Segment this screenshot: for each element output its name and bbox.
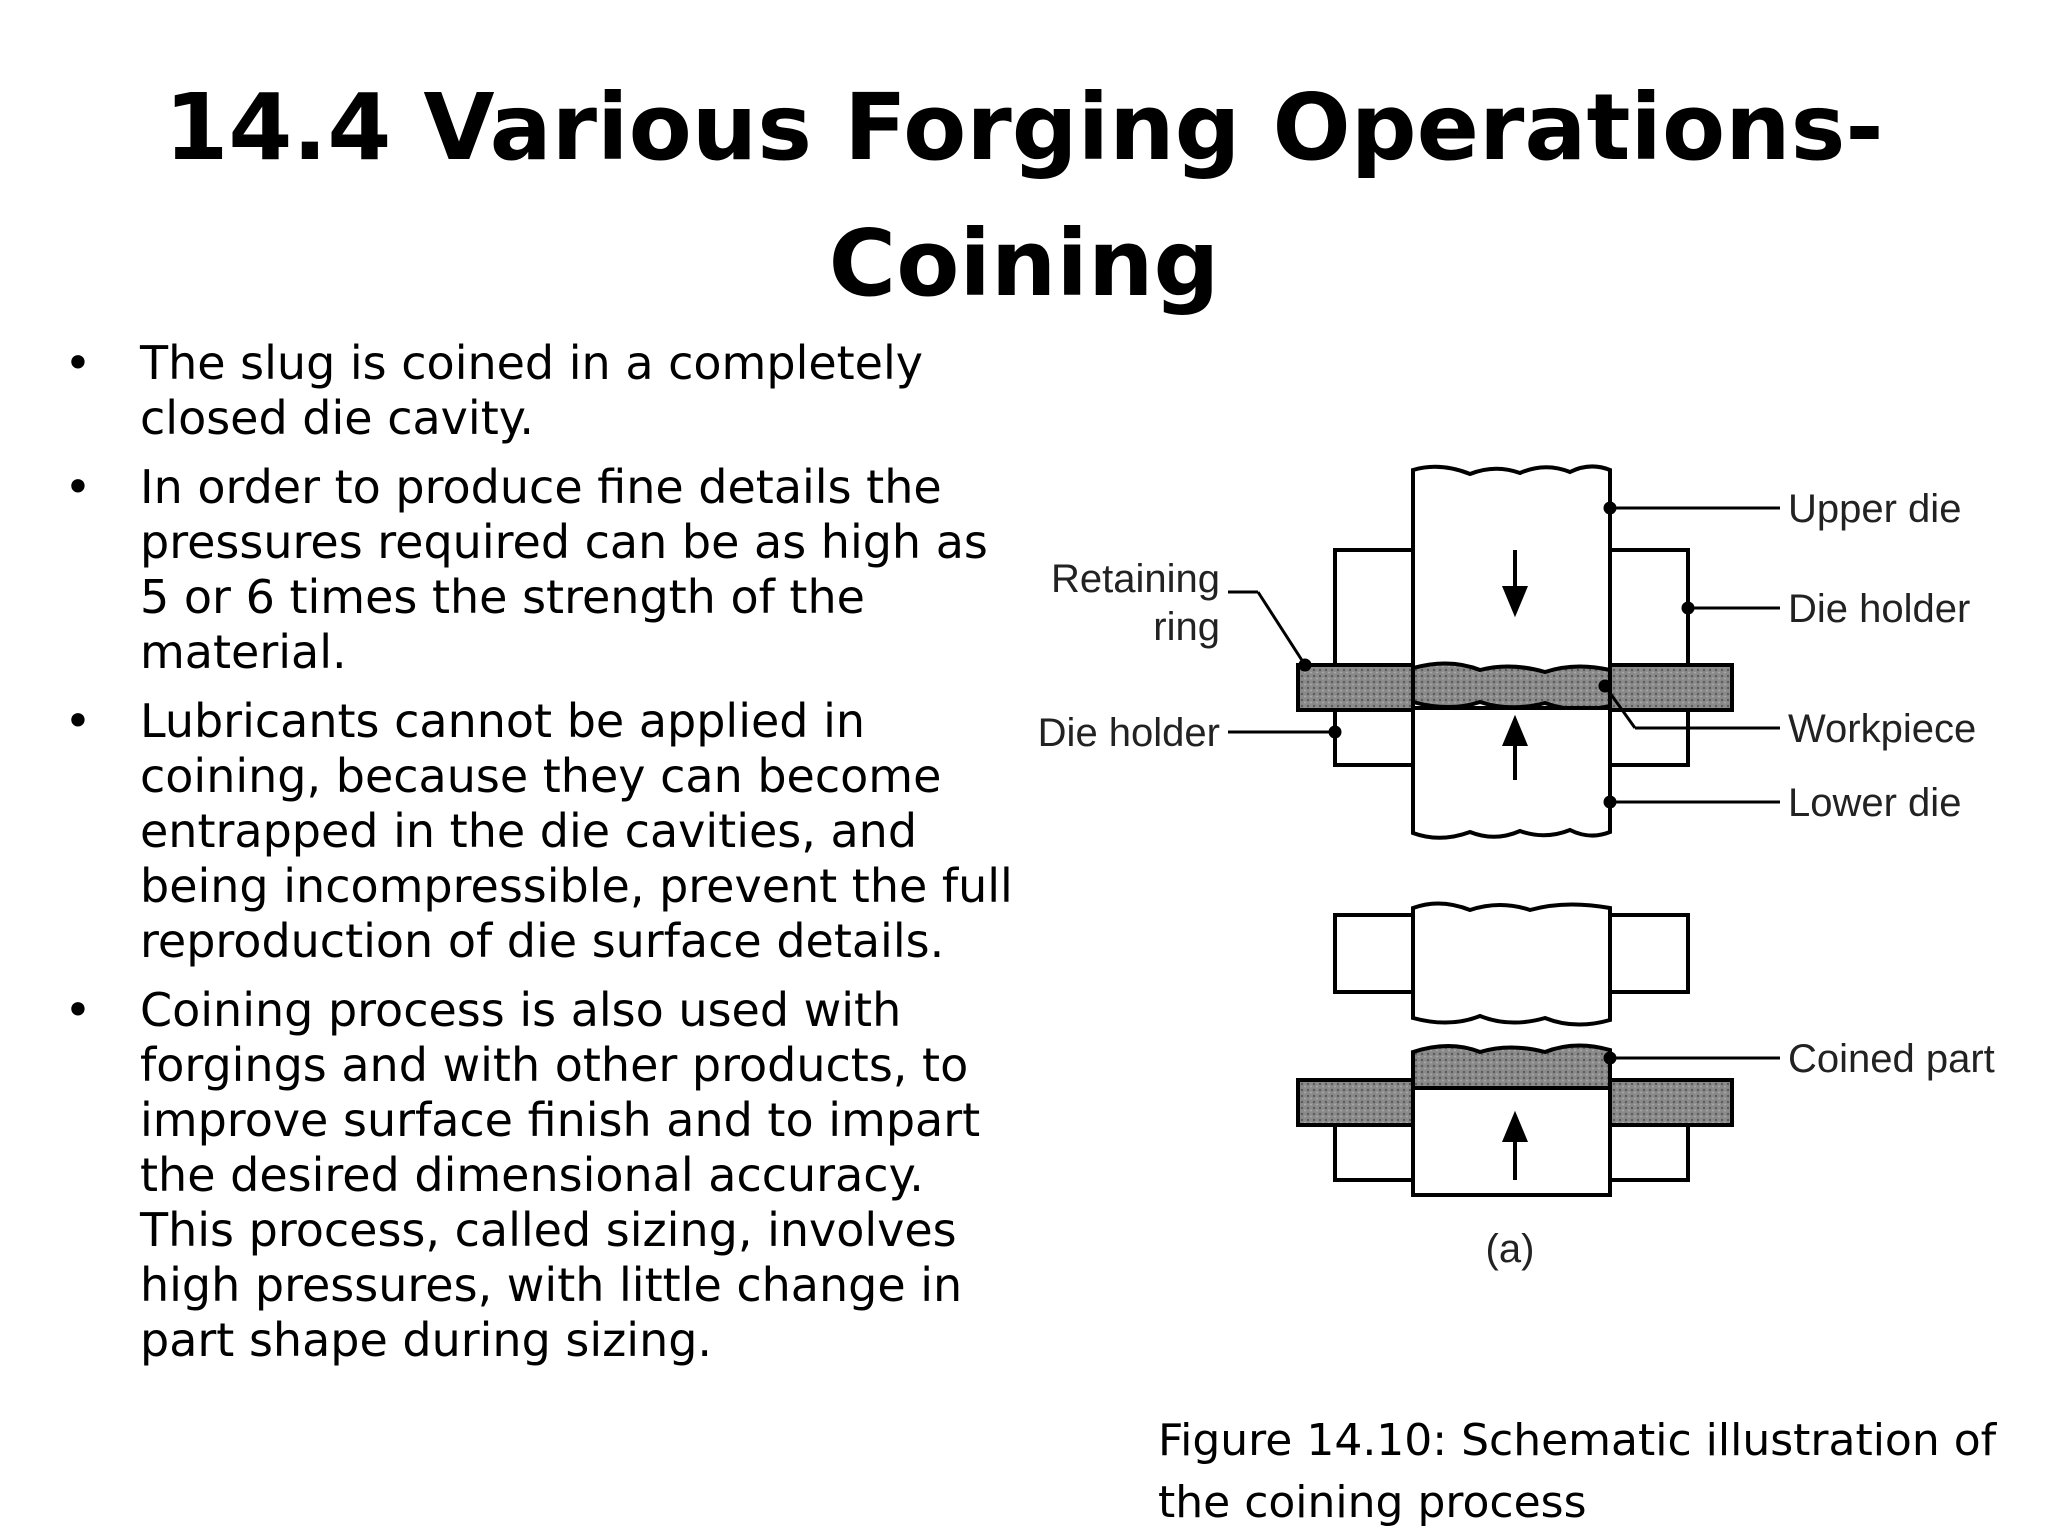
label-upper-die: Upper die <box>1788 487 1961 531</box>
retaining-ring-right-lower <box>1608 1078 1734 1127</box>
slide-title-line-2: Coining <box>828 210 1220 317</box>
figure-caption-line-2: the coining process <box>1158 1477 1587 1528</box>
bullet-dot: • <box>64 336 92 390</box>
slide-title: 14.4 Various Forging Operations- Coining <box>0 60 2048 332</box>
retaining-ring-right <box>1608 663 1734 712</box>
bullet-text: The slug is coined in a completely close… <box>140 336 923 445</box>
upper-die <box>1411 464 1612 692</box>
lower-die-holder-left-final <box>1333 1123 1415 1182</box>
retaining-ring-left-lower <box>1296 1078 1415 1127</box>
bullet-text: Lubricants cannot be applied in coining,… <box>140 694 1013 968</box>
down-arrow <box>1502 550 1528 618</box>
bullet-dot: • <box>64 694 92 748</box>
upper-die-raised <box>1411 901 1612 1027</box>
upper-die-holder-right <box>1608 548 1690 667</box>
figure-caption: Figure 14.10: Schematic illustration of … <box>1158 1410 2018 1534</box>
bullet-list: • The slug is coined in a completely clo… <box>58 336 1018 1382</box>
lower-die-holder-left <box>1333 708 1415 767</box>
label-coined-part: Coined part <box>1788 1037 1995 1081</box>
label-workpiece: Workpiece <box>1788 707 1976 751</box>
retaining-ring-left <box>1296 663 1415 712</box>
bullet-dot: • <box>64 460 92 514</box>
bullet-dot: • <box>64 983 92 1037</box>
up-arrow-2 <box>1502 1110 1528 1180</box>
lower-die <box>1411 706 1612 840</box>
label-lower-die: Lower die <box>1788 781 1961 825</box>
workpiece <box>1411 661 1612 712</box>
figure-caption-line-1: Figure 14.10: Schematic illustration of <box>1158 1415 1997 1466</box>
upper-die-holder-left <box>1333 548 1415 667</box>
bullet-item: • The slug is coined in a completely clo… <box>58 336 1018 446</box>
label-die-holder-left: Die holder <box>1038 711 1220 755</box>
label-subfigure-a: (a) <box>1486 1227 1535 1271</box>
lower-die-holder-right <box>1608 708 1690 767</box>
coined-part <box>1411 1043 1612 1090</box>
upper-die-holder-right-raised <box>1608 913 1690 994</box>
label-die-holder-right: Die holder <box>1788 587 1970 631</box>
coining-diagram: Upper die Die holder Workpiece Lower die… <box>1038 464 1995 1271</box>
lower-die-holder-right-final <box>1608 1123 1690 1182</box>
label-retaining-ring-2: ring <box>1153 605 1220 649</box>
bullet-text: In order to produce fine details the pre… <box>140 460 988 679</box>
bullet-item: • In order to produce fine details the p… <box>58 460 1018 680</box>
upper-die-holder-left-raised <box>1333 913 1415 994</box>
bullet-text: Coining process is also used with forgin… <box>140 983 981 1367</box>
up-arrow-1 <box>1502 714 1528 780</box>
bullet-item: • Lubricants cannot be applied in coinin… <box>58 694 1018 969</box>
bullet-item: • Coining process is also used with forg… <box>58 983 1018 1368</box>
slide-title-line-1: 14.4 Various Forging Operations- <box>164 74 1884 181</box>
label-retaining-ring-1: Retaining <box>1051 557 1220 601</box>
